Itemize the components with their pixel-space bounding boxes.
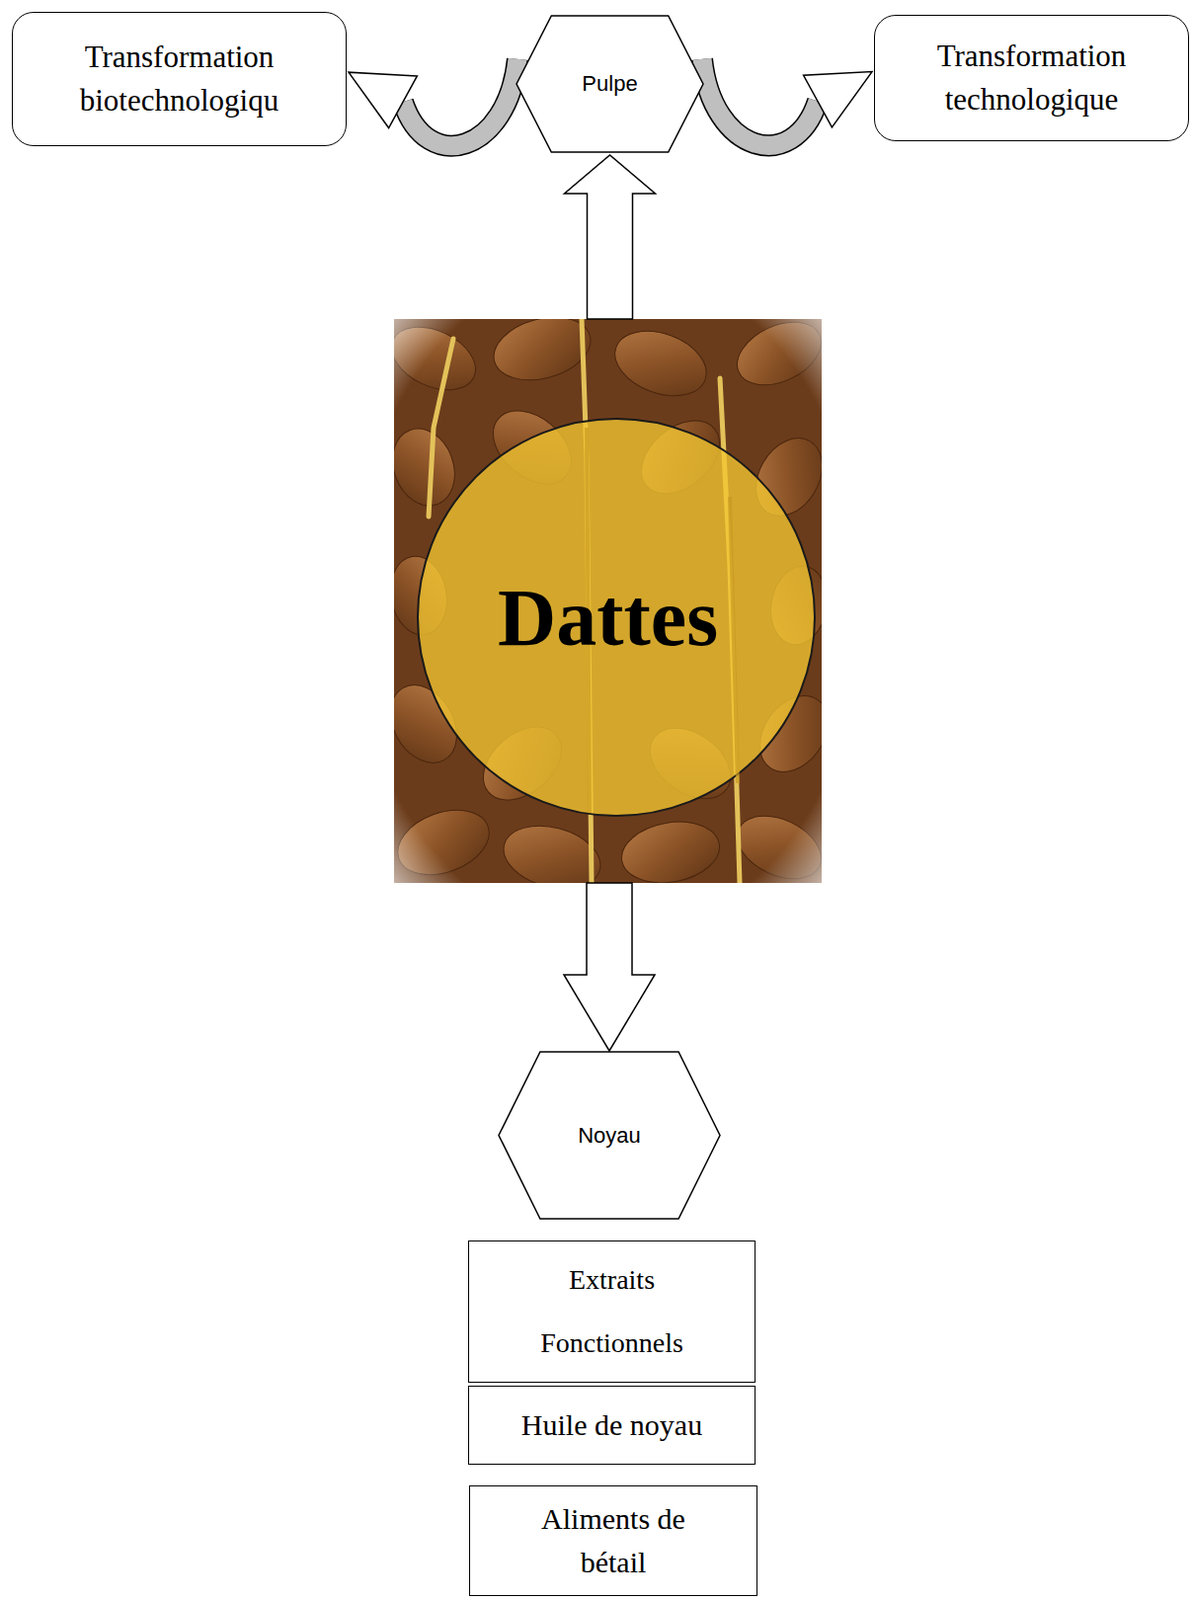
- node-label: Noyau: [577, 1121, 641, 1150]
- block-arrow: [564, 155, 656, 319]
- connector: [702, 59, 873, 147]
- product-box: Huile de noyau: [468, 1385, 756, 1465]
- node-label: Transformation biotechnologiqu: [31, 35, 328, 123]
- node-label: Aliments de bétail: [514, 1497, 713, 1585]
- product-box: Extraits Fonctionnels: [468, 1240, 756, 1383]
- node-label: Pulpe: [581, 70, 637, 98]
- curved-arrow-fill: [402, 59, 518, 147]
- node-label: Huile de noyau: [521, 1405, 703, 1445]
- curved-arrow-outline: [402, 59, 518, 147]
- curved-arrow-fill: [702, 59, 818, 147]
- dates-circle: Dattes: [394, 318, 822, 883]
- node-label: Dattes: [497, 573, 718, 663]
- node-label: Transformation technologique: [888, 34, 1176, 122]
- product-box: Aliments de bétail: [469, 1485, 758, 1596]
- hexagon-node: Noyau: [497, 1050, 721, 1220]
- connector: [348, 59, 518, 147]
- curved-arrow-outline: [702, 59, 818, 147]
- hexagon-node: Pulpe: [515, 14, 705, 154]
- process-box: Transformation biotechnologiqu: [11, 11, 347, 147]
- node-label: Extraits Fonctionnels: [513, 1248, 712, 1375]
- process-box: Transformation technologique: [874, 14, 1190, 142]
- connector: [564, 155, 656, 319]
- block-arrow: [563, 882, 655, 1051]
- connector: [563, 882, 655, 1051]
- arrow-head: [803, 72, 873, 128]
- arrow-head: [348, 72, 417, 128]
